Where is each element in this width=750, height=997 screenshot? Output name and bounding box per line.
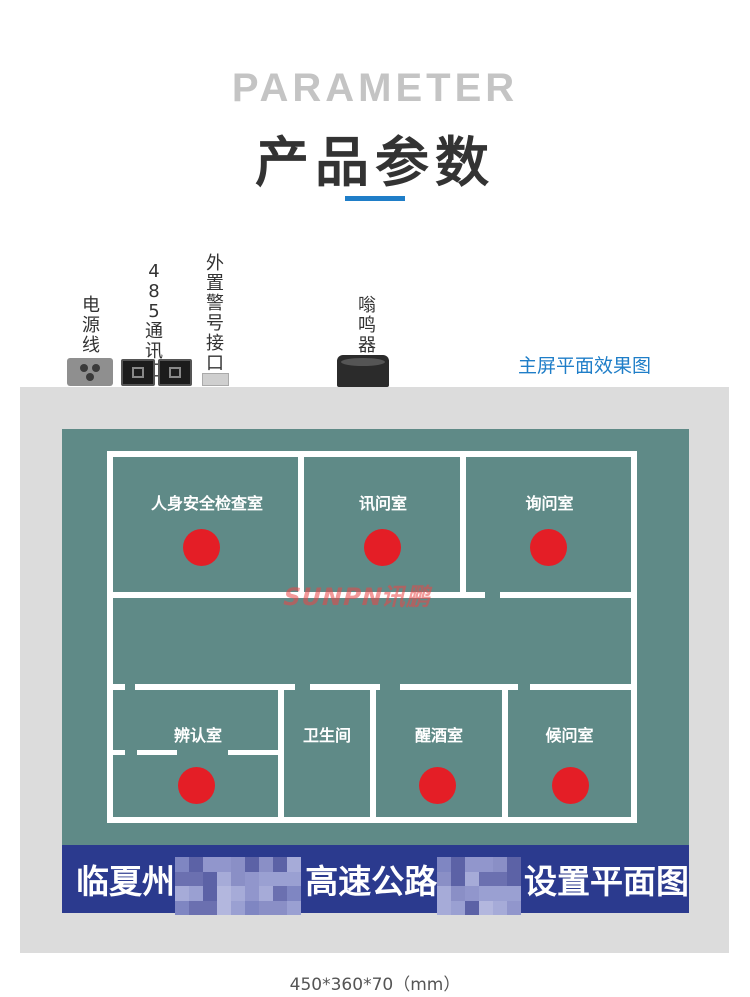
section-title: 产品参数 (255, 131, 495, 194)
buzzer-label: 嗡鸣器 (358, 295, 376, 356)
room-label: 询问室 (525, 494, 574, 513)
power-cord-label: 电源线 (82, 295, 100, 356)
banner-text-part1: 临夏州 (76, 862, 175, 901)
room-label: 候问室 (545, 726, 594, 745)
status-indicator (552, 767, 589, 804)
banner-text-part3: 设置平面图 (524, 862, 689, 901)
rj45-port-icon (158, 359, 192, 386)
dimensions-label: 450*360*70（mm） (289, 975, 461, 995)
room-label: 讯问室 (358, 494, 407, 513)
rj45-port-icon (121, 359, 155, 386)
room-label: 醒酒室 (414, 726, 463, 745)
alarm-port-icon (202, 373, 229, 386)
status-indicator (530, 529, 567, 566)
main-screen-label: 主屏平面效果图 (518, 355, 652, 377)
section-title-en: PARAMETER (231, 66, 519, 110)
room-label: 卫生间 (302, 726, 351, 745)
power-socket-icon (67, 358, 113, 386)
title-underline (345, 196, 405, 201)
banner-text-part2: 高速公路 (305, 862, 438, 901)
room-label: 辨认室 (173, 726, 222, 745)
floor-plan-screen (62, 429, 689, 913)
redacted-mosaic (437, 857, 524, 916)
brand-watermark: SUNPN讯鹏 (279, 583, 437, 611)
buzzer-icon (337, 355, 389, 387)
status-indicator (364, 529, 401, 566)
status-indicator (183, 529, 220, 566)
room-label: 人身安全检查室 (150, 494, 263, 513)
redacted-mosaic (175, 857, 305, 916)
status-indicator (419, 767, 456, 804)
status-indicator (178, 767, 215, 804)
external-alarm-port-label: 外置警号接口 (206, 253, 224, 374)
title-banner: 临夏州 高速公路 设置平面图 (62, 845, 689, 916)
